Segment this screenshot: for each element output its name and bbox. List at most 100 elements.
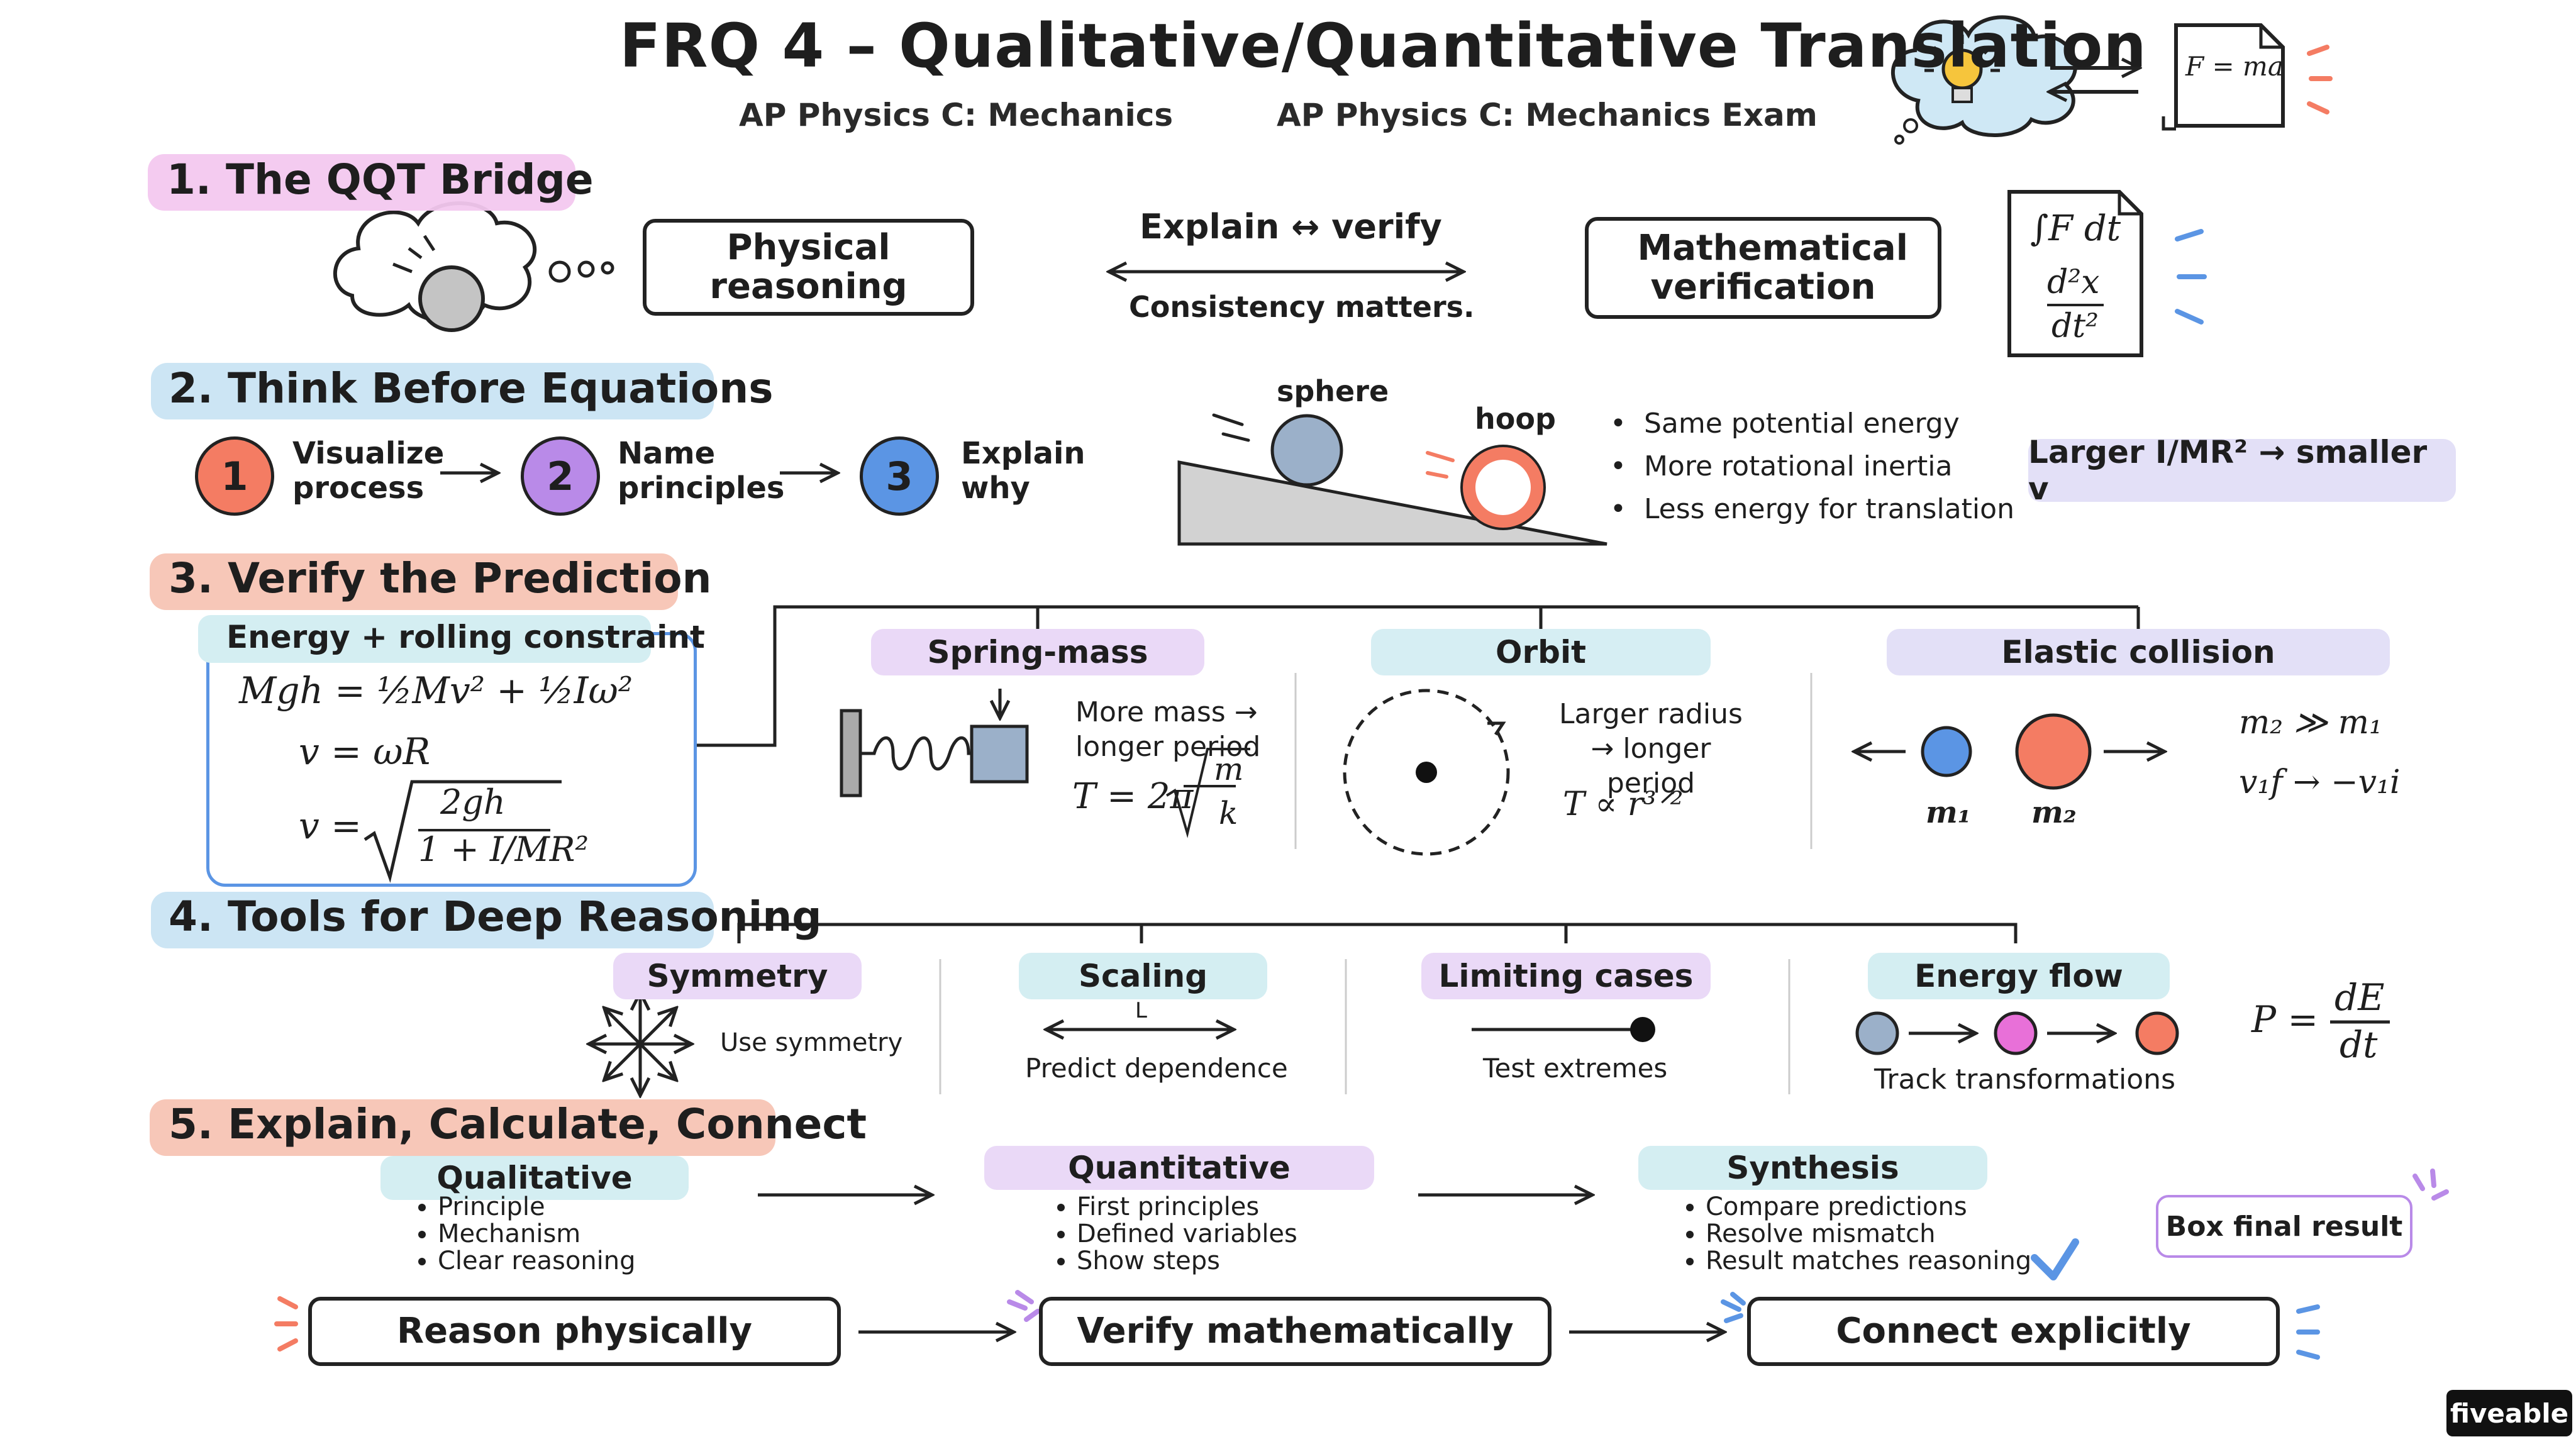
verify-mathematically-box: Verify mathematically — [1039, 1297, 1552, 1366]
power-denominator: dt — [2340, 1023, 2378, 1066]
orbit-formula: T ∝ r³ᐟ² — [1563, 786, 1684, 823]
step-3-badge: 3 — [860, 436, 939, 516]
section5-highlight — [150, 1099, 775, 1156]
bullet-2: • More rotational inertia — [1610, 450, 1953, 483]
reason-physically-box: Reason physically — [308, 1297, 841, 1366]
tools-tree-lines — [737, 923, 2018, 1094]
final-result-box: Box final result — [2156, 1195, 2412, 1258]
rolling-equation: v = ωR — [299, 730, 431, 773]
symmetry-text: Use symmetry — [720, 1028, 903, 1057]
section1-highlight — [148, 154, 575, 211]
spring-mass-text: More mass → longer period — [1075, 696, 1261, 763]
doc-integral: ∫F dt — [2030, 208, 2121, 249]
orbit-icon — [1343, 689, 1510, 856]
doc-deriv-denominator: dt² — [2051, 308, 2099, 345]
verify-mathematically-label: Verify mathematically — [1077, 1311, 1514, 1352]
card-title-chip — [198, 615, 651, 663]
physical-reasoning-label: Physical reasoning — [709, 227, 908, 307]
synthesis-item-2: Resolve mismatch — [1706, 1220, 2031, 1248]
double-arrow-icon — [2050, 68, 2138, 92]
example-tree-lines — [692, 605, 2140, 849]
step-2-badge: 2 — [521, 436, 600, 516]
sqrt-sign — [364, 780, 562, 883]
quantitative-item-3: Show steps — [1077, 1248, 1297, 1275]
formula-document-icon — [2162, 23, 2333, 131]
limiting-case-icon — [1472, 1017, 1655, 1042]
synthesis-item-3: Result matches reasoning — [1706, 1248, 2031, 1275]
spring-mass-formula: T = 2π — [1072, 776, 1194, 817]
bridge-bottom-label: Consistency matters. — [1129, 290, 1475, 324]
conclusion-chip: Larger I/MR² → smaller v — [2028, 434, 2456, 507]
spring-mass-m: m — [1214, 751, 1244, 787]
energy-flow-title: Energy flow — [1914, 958, 2123, 994]
quantitative-item-1: First principles — [1077, 1193, 1297, 1221]
symmetry-title: Symmetry — [647, 958, 828, 994]
rolling-bullets: • Same potential energy • More rotationa… — [1610, 402, 2014, 531]
bridge-top-label: Explain ↔ verify — [1140, 207, 1442, 247]
mass-2-label: m₂ — [2031, 795, 2077, 830]
brand-logo: fiveable — [2446, 1390, 2572, 1436]
math-verification-label: Mathematical verification — [1637, 228, 1908, 308]
quantitative-item-2: Defined variables — [1077, 1220, 1297, 1248]
spring-sqrt-sign — [1165, 748, 1250, 838]
quantitative-title: Quantitative — [1068, 1150, 1291, 1186]
mass-1-label: m₁ — [1926, 795, 1971, 830]
energy-flow-chip: Energy flow — [1868, 953, 2170, 999]
section5-heading: 5. Explain, Calculate, Connect — [169, 1100, 867, 1148]
section3-heading: 3. Verify the Prediction — [169, 554, 712, 602]
power-lhs: P = — [2251, 998, 2319, 1041]
qualitative-item-2: Mechanism — [438, 1220, 636, 1248]
incline-ramp — [1177, 413, 1607, 546]
card-title: Energy + rolling constraint — [226, 619, 705, 655]
orbit-title: Orbit — [1496, 634, 1586, 670]
scaling-text: Predict dependence — [1025, 1053, 1288, 1084]
reason-physically-label: Reason physically — [397, 1311, 752, 1352]
section2-highlight — [151, 363, 714, 419]
collision-formula-1: m₂ ≫ m₁ — [2239, 704, 2382, 741]
bullet-1: • Same potential energy — [1610, 408, 1960, 440]
step-1-badge: 1 — [195, 436, 274, 516]
sphere-label: sphere — [1277, 374, 1389, 408]
derivative-document-icon — [2007, 190, 2207, 357]
section4-heading: 4. Tools for Deep Reasoning — [169, 892, 822, 941]
spring-mass-k: k — [1219, 795, 1238, 831]
connect-explicitly-box: Connect explicitly — [1747, 1297, 2280, 1366]
doc-deriv-numerator: d²x — [2047, 264, 2100, 301]
checkmark-icon — [2031, 1238, 2079, 1280]
quantitative-list: First principles Defined variables Show … — [1049, 1193, 1297, 1275]
synthesis-chip: Synthesis — [1638, 1146, 1987, 1190]
velocity-denominator: 1 + I/MR² — [418, 830, 589, 869]
collision-title: Elastic collision — [2001, 634, 2275, 670]
symmetry-chip: Symmetry — [613, 953, 862, 999]
section3-highlight — [150, 553, 678, 610]
conclusion-label: Larger I/MR² → smaller v — [2028, 434, 2428, 507]
velocity-lhs: v = — [299, 804, 362, 847]
orbit-text: Larger radius → longer period — [1559, 698, 1743, 799]
limiting-text: Test extremes — [1483, 1053, 1668, 1084]
qualitative-item-3: Clear reasoning — [438, 1248, 636, 1275]
energy-equation: Mgh = ½Mv² + ½Iω² — [239, 669, 633, 712]
subtitle-course: AP Physics C: Mechanics — [739, 97, 1174, 133]
sparkle-marks — [274, 1169, 2449, 1360]
collision-chip: Elastic collision — [1887, 629, 2390, 675]
symmetry-icon — [590, 994, 691, 1094]
qualitative-title: Qualitative — [436, 1160, 633, 1196]
scaling-title: Scaling — [1078, 958, 1208, 994]
final-result-label: Box final result — [2165, 1210, 2403, 1243]
step-1-label: Visualize process — [292, 436, 445, 506]
collision-icon — [1855, 713, 2163, 790]
step-3-label: Explain why — [961, 436, 1085, 506]
scaling-chip: Scaling — [1019, 953, 1267, 999]
spring-mass-title: Spring-mass — [927, 634, 1148, 670]
bullet-3: • Less energy for translation — [1610, 493, 2014, 526]
section2-heading: 2. Think Before Equations — [169, 364, 774, 413]
qualitative-chip: Qualitative — [380, 1156, 689, 1200]
math-verification-box: Mathematical verification — [1585, 217, 1941, 319]
qualitative-list: Principle Mechanism Clear reasoning — [410, 1193, 636, 1275]
spring-mass-chip: Spring-mass — [871, 629, 1204, 675]
doc-formula: F = ma — [2185, 51, 2284, 82]
connect-explicitly-label: Connect explicitly — [1836, 1311, 2191, 1352]
derivation-card — [206, 632, 697, 887]
scaling-axis-label: L — [1135, 998, 1147, 1023]
